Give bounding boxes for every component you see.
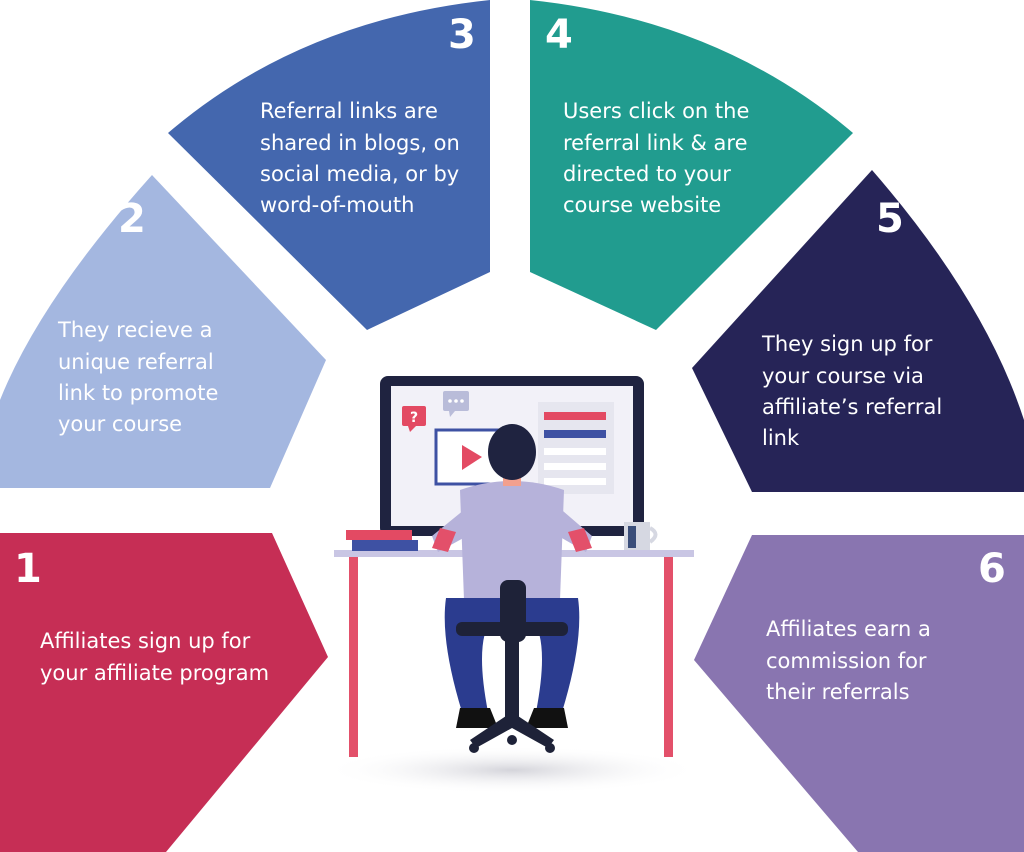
step-2-line-4: your course [58,412,182,436]
step-6-line-2: commission for [766,649,927,673]
step-4-shape [530,0,853,330]
step-2-line-1: They recieve a [57,318,212,342]
step-1-line-2: your affiliate program [40,661,269,685]
step-4-line-3: directed to your [563,162,731,186]
person-at-desk-illustration: ? [322,376,702,794]
step-5-text: They sign up for your course via affilia… [761,332,949,450]
step-6-line-1: Affiliates earn a [766,617,931,641]
step-2-text: They recieve a unique referral link to p… [57,318,225,436]
step-5-line-4: link [762,426,800,450]
step-1-text: Affiliates sign up for your affiliate pr… [40,629,269,685]
book [346,530,412,540]
step-5-number: 5 [876,196,904,242]
desk-leg-left [349,557,358,757]
step-3-text: Referral links are shared in blogs, on s… [260,99,467,217]
desk-leg-right [664,557,673,757]
step-5-shape [692,170,1024,492]
step-1-shape [0,533,328,852]
step-5-segment: 5 They sign up for your course via affil… [692,170,1024,492]
step-4-text: Users click on the referral link & are d… [563,99,756,217]
step-3-line-3: social media, or by [260,162,459,186]
chair-post [505,636,519,718]
step-4-number: 4 [545,12,573,58]
person-torso [460,481,564,606]
step-5-line-3: affiliate’s referral [762,395,942,419]
step-5-line-1: They sign up for [761,332,933,356]
step-3-line-4: word-of-mouth [260,193,414,217]
step-1-number: 1 [14,546,42,592]
step-1-line-1: Affiliates sign up for [40,629,251,653]
floor-shadow [322,746,702,794]
step-4-line-4: course website [563,193,721,217]
chat-bubble-icon [443,391,469,417]
step-6-number: 6 [978,546,1006,592]
step-2-segment: 2 They recieve a unique referral link to… [0,175,326,488]
step-2-number: 2 [118,196,146,242]
person-head [488,424,536,480]
chair-base [470,712,554,748]
chair-seat [456,622,568,636]
question-bubble-icon: ? [402,406,426,432]
step-3-segment: 3 Referral links are shared in blogs, on… [168,0,490,330]
step-5-line-2: your course via [762,364,924,388]
step-3-line-2: shared in blogs, on [260,131,460,155]
step-2-line-2: unique referral [58,350,214,374]
left-shoe [456,708,498,728]
step-3-line-1: Referral links are [260,99,438,123]
right-shoe [526,708,568,728]
step-4-line-2: referral link & are [563,131,748,155]
step-1-segment: 1 Affiliates sign up for your affiliate … [0,533,328,852]
step-4-segment: 4 Users click on the referral link & are… [530,0,853,330]
step-2-shape [0,175,326,488]
screen-list-panel [538,402,614,494]
step-3-number: 3 [448,12,476,58]
step-6-text: Affiliates earn a commission for their r… [766,617,938,704]
coffee-mug-icon [624,522,658,550]
step-6-shape [694,535,1024,852]
step-6-segment: 6 Affiliates earn a commission for their… [694,535,1024,852]
step-6-line-3: their referrals [766,680,910,704]
step-2-line-3: link to promote [58,381,218,405]
step-4-line-1: Users click on the [563,99,749,123]
question-mark: ? [410,410,418,426]
play-icon [462,445,482,470]
book [352,540,418,551]
step-3-shape [168,0,490,330]
